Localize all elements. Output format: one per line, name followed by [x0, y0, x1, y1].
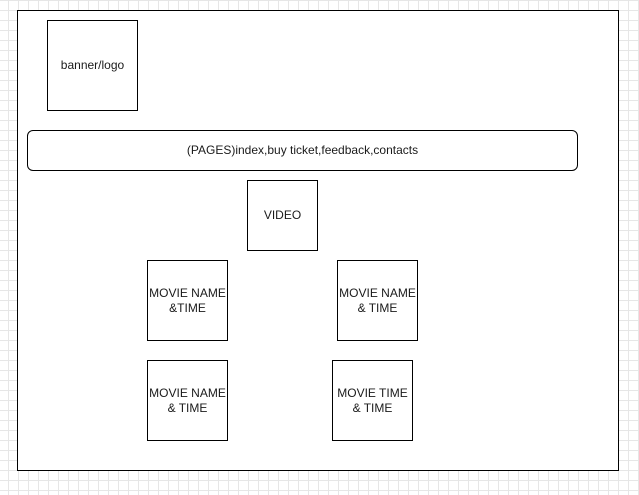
banner-logo-box: banner/logo	[47, 20, 138, 111]
video-box: VIDEO	[247, 180, 318, 251]
pages-nav-label: (PAGES)index,buy ticket,feedback,contact…	[186, 143, 419, 157]
movie-label-2: MOVIE NAME & TIME	[339, 285, 416, 315]
movie-label-1: MOVIE NAME &TIME	[149, 285, 226, 315]
movie-label-4: MOVIE TIME & TIME	[337, 385, 408, 415]
movie-box-2: MOVIE NAME & TIME	[337, 260, 418, 341]
movie-box-1: MOVIE NAME &TIME	[147, 260, 228, 341]
video-label: VIDEO	[263, 208, 302, 222]
movie-box-3: MOVIE NAME & TIME	[147, 360, 228, 441]
movie-label-3: MOVIE NAME & TIME	[149, 385, 226, 415]
banner-logo-label: banner/logo	[60, 58, 125, 72]
pages-nav-bar: (PAGES)index,buy ticket,feedback,contact…	[27, 130, 578, 171]
movie-box-4: MOVIE TIME & TIME	[332, 360, 413, 441]
